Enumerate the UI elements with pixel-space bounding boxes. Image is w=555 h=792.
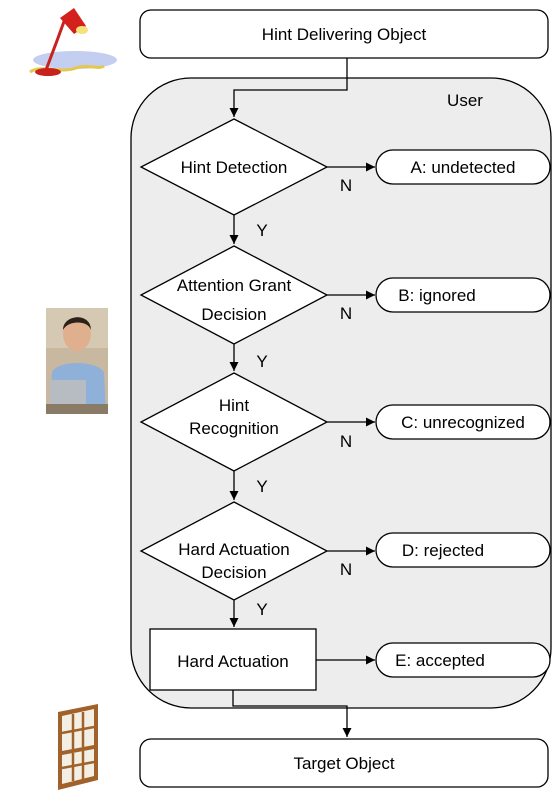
decision-label-hard-actuation-line1: Hard Actuation <box>178 540 290 559</box>
desk-lamp-picture <box>29 8 117 76</box>
outcome-undetected <box>375 149 551 185</box>
decision-label-hint-recognition-line1: Hint <box>219 396 250 415</box>
sash-window-picture <box>58 704 98 790</box>
connector-bottom <box>232 690 352 737</box>
outcome-unrecognized <box>375 404 551 440</box>
hard-actuation-label: Hard Actuation <box>177 652 289 671</box>
outcome-accepted <box>375 642 551 678</box>
outcome-label-rejected: D: rejected <box>402 541 484 560</box>
outcome-rejected <box>375 532 551 568</box>
person-at-laptop-picture <box>46 308 108 414</box>
hard-actuation-box <box>149 628 317 691</box>
no-label-3: N <box>340 432 352 451</box>
target-object-box <box>139 738 549 788</box>
outcome-label-unrecognized: C: unrecognized <box>401 413 525 432</box>
no-label-1: N <box>340 176 352 195</box>
connector-top <box>229 58 348 117</box>
target-object-label: Target Object <box>293 754 394 773</box>
no-label-4: N <box>340 560 352 579</box>
outcome-label-undetected: A: undetected <box>411 158 516 177</box>
decision-label-hint-detection: Hint Detection <box>181 158 288 177</box>
hint-delivering-object-label: Hint Delivering Object <box>262 25 427 44</box>
outcome-label-ignored: B: ignored <box>398 286 476 305</box>
decision-label-hint-recognition-line2: Recognition <box>189 419 279 438</box>
yes-label-3: Y <box>256 477 267 496</box>
yes-label-2: Y <box>256 352 267 371</box>
decision-label-attention-grant-line2: Decision <box>201 305 266 324</box>
decision-label-hard-actuation-line2: Decision <box>201 563 266 582</box>
hint-delivering-object-box <box>139 9 549 59</box>
decision-label-attention-grant-line1: Attention Grant <box>177 276 292 295</box>
outcome-ignored <box>375 277 551 313</box>
yes-label-1: Y <box>256 221 267 240</box>
no-label-2: N <box>340 304 352 323</box>
outcome-label-accepted: E: accepted <box>395 651 485 670</box>
yes-label-4: Y <box>256 600 267 619</box>
user-region-label: User <box>447 91 483 110</box>
